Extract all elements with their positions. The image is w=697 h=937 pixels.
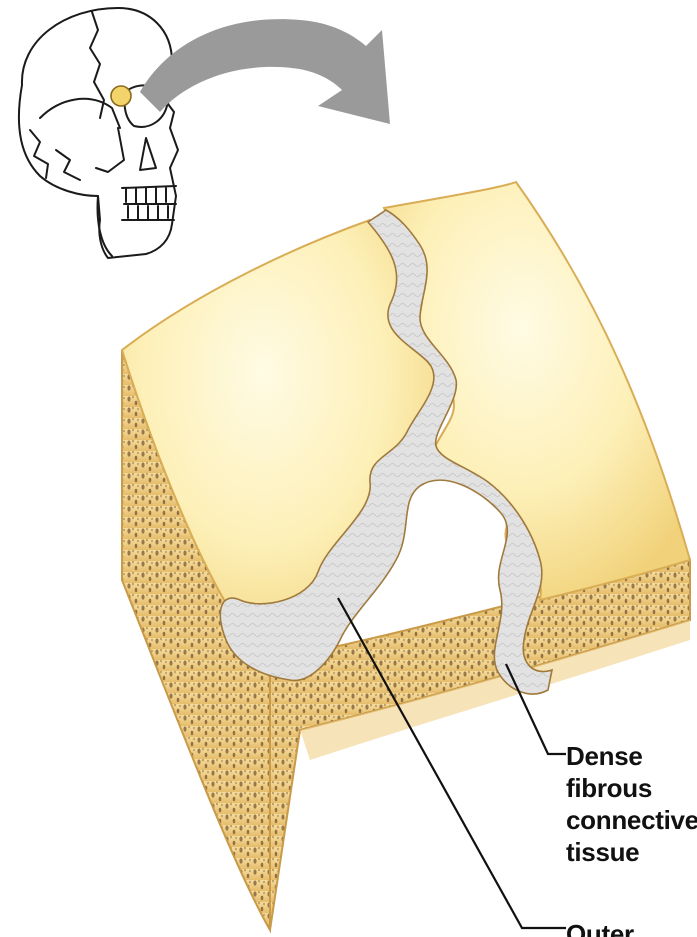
label-dense-fibrous-connective-tissue: Dense fibrous connective tissue bbox=[566, 740, 697, 868]
label-line: fibrous bbox=[566, 772, 697, 804]
label-line: connective bbox=[566, 804, 697, 836]
label-line: tissue bbox=[566, 836, 697, 868]
skull-icon bbox=[19, 8, 178, 258]
label-outer-partial: Outer... bbox=[566, 918, 697, 937]
suture-location-circle-icon bbox=[111, 86, 131, 106]
label-line: Dense bbox=[566, 740, 697, 772]
curved-arrow-icon bbox=[140, 19, 390, 124]
